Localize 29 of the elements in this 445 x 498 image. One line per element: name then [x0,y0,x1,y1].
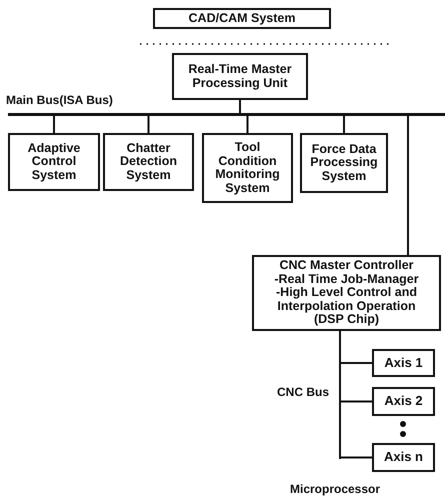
axis-box: Axis 2 [372,387,435,416]
system-box: Tool Condition Monitoring System [202,133,293,203]
bus-line [339,345,341,459]
bus-line [8,113,445,116]
box-text: -High Level Control and Interpolation Operation [275,286,417,314]
connector-line [339,331,341,345]
system-box: Chatter Detection System [103,133,194,191]
box-heading: CNC Master Controller [279,259,414,273]
system-box: Force Data Processing System [300,133,388,193]
bus-label: Main Bus(ISA Bus) [6,93,113,107]
box-text: (DSP Chip) [314,313,380,327]
connector-line [239,100,241,113]
system-box: Adaptive Control System [8,133,100,191]
controller-box [252,255,441,331]
system-box: CAD/CAM System [153,8,331,29]
connector-line [407,116,409,255]
connector-line [53,116,55,133]
connector-line [341,456,372,458]
axis-box: Axis 1 [372,349,435,377]
connector-line [341,400,372,402]
connector-line [246,116,248,133]
connector-line [343,116,345,133]
connector-line [341,362,372,364]
note-label: Microprocessor [290,482,380,496]
connector-line [148,116,150,133]
box-text: -Real Time Job-Manager [274,272,419,286]
bus-label: CNC Bus [277,385,330,399]
system-box: Real-Time Master Processing Unit [172,53,308,100]
axis-box: Axis n [372,443,435,472]
